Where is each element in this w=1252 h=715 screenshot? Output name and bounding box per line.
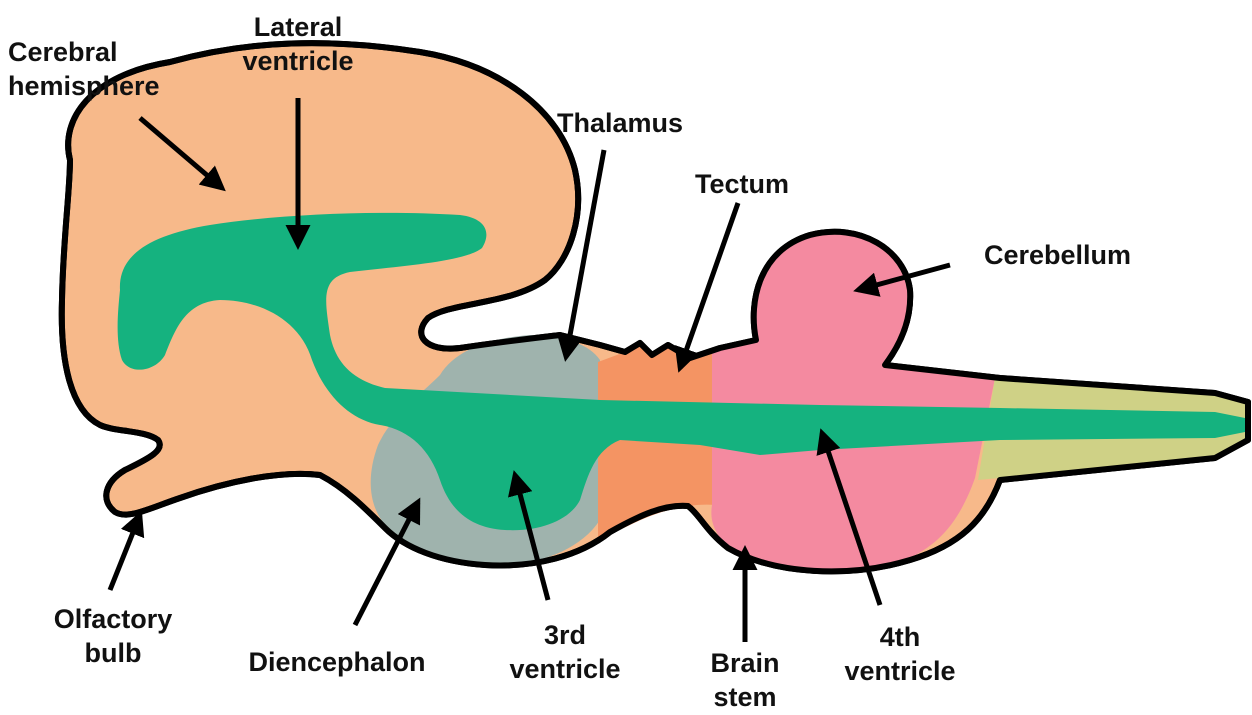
label-diencephalon: Diencephalon bbox=[222, 645, 452, 679]
label-lateral-ventricle: Lateral ventricle bbox=[218, 10, 378, 78]
label-line: 3rd bbox=[490, 618, 640, 652]
label-line: Cerebral bbox=[8, 35, 160, 69]
label-line: hemisphere bbox=[8, 69, 160, 103]
label-tectum: Tectum bbox=[672, 167, 812, 201]
label-olfactory-bulb: Olfactory bulb bbox=[28, 602, 198, 670]
label-line: Thalamus bbox=[540, 106, 700, 140]
label-line: Tectum bbox=[672, 167, 812, 201]
label-line: stem bbox=[690, 680, 800, 714]
arrow-olfactory-bulb bbox=[110, 515, 140, 590]
label-brain-stem: Brain stem bbox=[690, 646, 800, 714]
label-line: bulb bbox=[28, 636, 198, 670]
label-line: ventricle bbox=[218, 44, 378, 78]
label-cerebellum: Cerebellum bbox=[965, 238, 1150, 272]
label-line: Diencephalon bbox=[222, 645, 452, 679]
label-thalamus: Thalamus bbox=[540, 106, 700, 140]
label-line: 4th bbox=[825, 620, 975, 654]
label-line: Olfactory bbox=[28, 602, 198, 636]
label-fourth-ventricle: 4th ventricle bbox=[825, 620, 975, 688]
label-line: ventricle bbox=[825, 654, 975, 688]
label-line: Lateral bbox=[218, 10, 378, 44]
label-line: Brain bbox=[690, 646, 800, 680]
label-line: ventricle bbox=[490, 652, 640, 686]
label-line: Cerebellum bbox=[965, 238, 1150, 272]
label-third-ventricle: 3rd ventricle bbox=[490, 618, 640, 686]
label-cerebral-hemisphere: Cerebral hemisphere bbox=[8, 35, 160, 103]
